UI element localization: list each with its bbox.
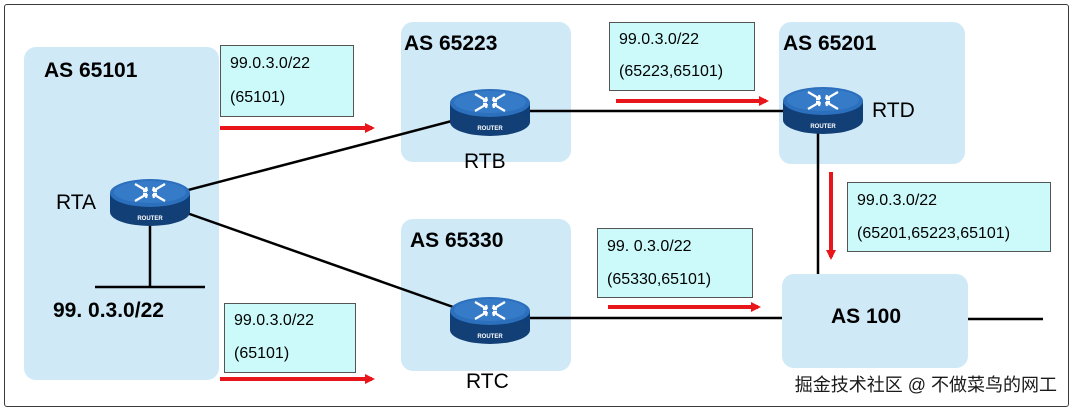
as-65101-label: AS 65101	[44, 59, 138, 82]
route-prefix: 99.0.3.0/22	[230, 55, 311, 72]
network-prefix-label: 99. 0.3.0/22	[53, 299, 164, 322]
svg-text:ROUTER: ROUTER	[810, 124, 836, 130]
route-as-path: (65201,65223,65101)	[857, 225, 1011, 242]
router-rtb-icon: ROUTER	[450, 89, 530, 136]
svg-text:ROUTER: ROUTER	[477, 334, 503, 340]
link-rta-rtc	[149, 198, 491, 322]
as-100-area	[782, 274, 968, 368]
router-rtc-label: RTC	[466, 370, 509, 393]
svg-text:ROUTER: ROUTER	[477, 126, 503, 132]
route-update-rta-rtc: 99.0.3.0/22 (65101)	[224, 303, 356, 373]
route-prefix: 99. 0.3.0/22	[607, 238, 692, 255]
route-update-rta-rtb: 99.0.3.0/22 (65101)	[220, 45, 354, 117]
as-65330-area	[401, 219, 571, 371]
router-rtd-label: RTD	[872, 99, 915, 122]
route-prefix: 99.0.3.0/22	[619, 31, 700, 48]
route-prefix: 99.0.3.0/22	[234, 312, 315, 329]
as-65330-label: AS 65330	[410, 229, 504, 252]
router-rtc-icon: ROUTER	[450, 297, 530, 344]
router-rta-icon: ROUTER	[110, 179, 190, 226]
route-as-path: (65101)	[234, 345, 290, 362]
route-update-rtd-as100: 99.0.3.0/22 (65201,65223,65101)	[847, 182, 1051, 252]
as-65201-label: AS 65201	[783, 32, 877, 55]
as-100-label: AS 100	[831, 305, 902, 328]
route-update-rtb-rtd: 99.0.3.0/22 (65223,65101)	[609, 22, 755, 91]
svg-text:ROUTER: ROUTER	[137, 216, 163, 222]
route-as-path: (65101)	[230, 89, 286, 106]
router-rtb-label: RTB	[464, 150, 506, 173]
route-as-path: (65330,65101)	[607, 271, 712, 288]
route-as-path: (65223,65101)	[619, 63, 724, 80]
router-rtd-icon: ROUTER	[783, 87, 863, 134]
link-rta-rtb	[149, 109, 491, 202]
diagram-frame	[4, 4, 1069, 407]
watermark: 掘金技术社区 @ 不做菜鸟的网工	[794, 375, 1057, 395]
router-rta-label: RTA	[56, 191, 97, 214]
route-prefix: 99.0.3.0/22	[857, 192, 938, 209]
route-update-rtc-as100: 99. 0.3.0/22 (65330,65101)	[597, 228, 753, 298]
as-65223-label: AS 65223	[404, 32, 498, 55]
